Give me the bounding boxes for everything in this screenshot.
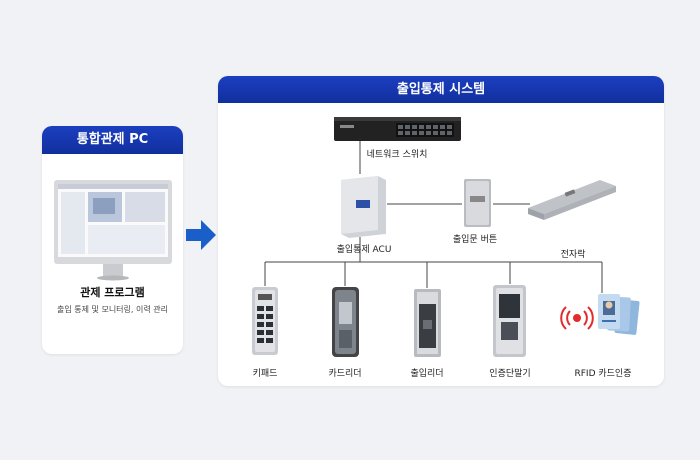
device-label-rfid: RFID 카드인증 xyxy=(574,369,632,379)
acu-device-icon xyxy=(341,176,386,238)
exit-button-icon xyxy=(464,179,491,227)
device-label-auth-terminal: 인증단말기 xyxy=(489,369,531,379)
auth-terminal-icon xyxy=(493,285,526,357)
entry-reader-icon xyxy=(414,289,441,357)
electric-lock-icon xyxy=(528,180,616,220)
lock-label: 전자락 xyxy=(560,250,586,260)
acu-label: 출입통제 ACU xyxy=(336,245,392,255)
card-reader-icon xyxy=(332,287,359,357)
flow-arrow-icon xyxy=(186,220,216,250)
control-pc-header: 통합관제 PC xyxy=(42,126,183,154)
keypad-icon xyxy=(252,287,278,355)
access-control-title: 출입통제 시스템 xyxy=(396,82,486,97)
program-title: 관제 프로그램 xyxy=(80,286,145,299)
device-label-entry-reader: 출입리더 xyxy=(410,369,444,379)
access-control-header: 출입통제 시스템 xyxy=(218,76,664,103)
network-switch-icon xyxy=(334,117,461,141)
exit-button-label: 출입문 버튼 xyxy=(452,235,498,245)
connection-lines xyxy=(264,141,603,293)
monitor-icon xyxy=(54,180,172,281)
device-label-keypad: 키패드 xyxy=(252,369,278,379)
program-description: 출입 통제 및 모니터링, 이력 관리 xyxy=(57,305,168,314)
rfid-card-icon xyxy=(560,294,640,335)
control-pc-title: 통합관제 PC xyxy=(76,132,149,147)
switch-label: 네트워크 스위치 xyxy=(366,150,428,160)
device-label-card-reader: 카드리더 xyxy=(328,369,362,379)
